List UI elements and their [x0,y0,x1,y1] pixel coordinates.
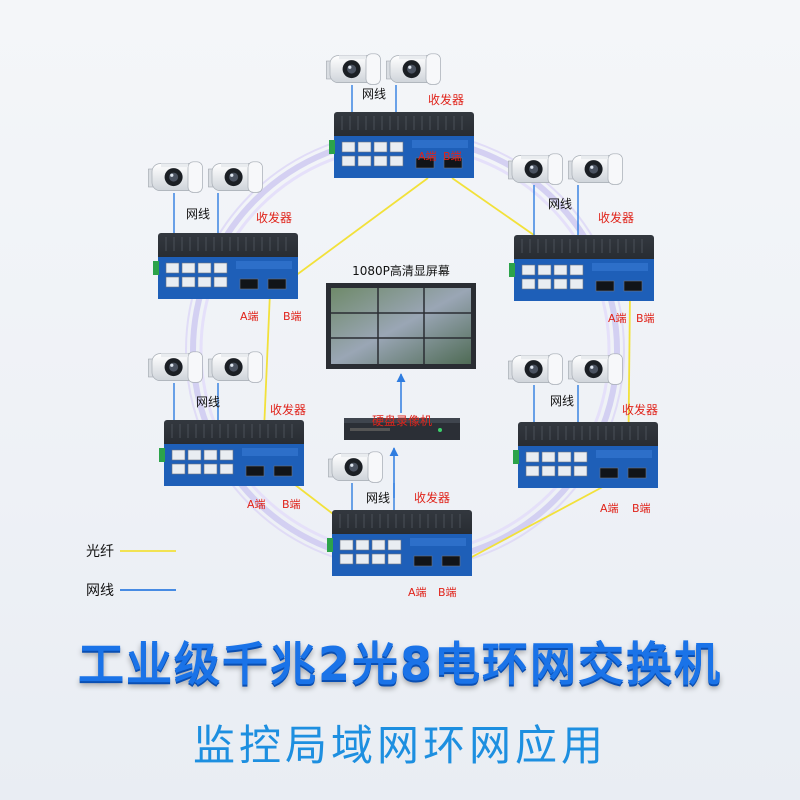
page-subtitle: 监控局域网环网应用 [192,721,607,770]
nvr-caption: 硬盘录像机 [372,413,432,428]
bottom-transceiver-label: 收发器 [414,490,450,505]
upper-left-port-a: A端 [240,310,259,323]
node-lower-left: 网线 收发器 A端 B端 [147,351,306,511]
lower-right-cable-label: 网线 [550,394,574,408]
top-port-b: B端 [443,150,462,163]
bottom-port-b: B端 [438,586,457,599]
bottom-cable-label: 网线 [366,491,390,505]
node-lower-right: 网线 收发器 A端 B端 [507,353,659,515]
page-title: 工业级千兆2光8电环网交换机 [77,637,722,691]
upper-left-transceiver-label: 收发器 [256,210,292,225]
upper-left-port-b: B端 [283,310,302,323]
node-top: 网线 收发器 A端 B端 [325,53,475,179]
nvr-device [344,418,460,440]
lower-left-cable-label: 网线 [196,395,220,409]
hd-screen [326,283,476,369]
upper-right-port-a: A端 [608,312,627,325]
upper-right-cable-label: 网线 [548,197,572,211]
upper-right-transceiver-label: 收发器 [598,210,634,225]
node-upper-right: 网线 收发器 A端 B端 [507,153,655,325]
lower-left-transceiver-label: 收发器 [270,402,306,417]
screen-caption: 1080P高清显屏幕 [352,263,450,278]
top-port-a: A端 [418,150,437,163]
lower-right-transceiver-label: 收发器 [622,402,658,417]
bottom-port-a: A端 [408,586,427,599]
node-upper-left: 网线 收发器 A端 B端 [147,161,302,323]
top-cable-label: 网线 [362,87,386,101]
legend-fiber-label: 光纤 [86,544,114,560]
top-transceiver-label: 收发器 [428,92,464,107]
upper-right-port-b: B端 [636,312,655,325]
node-bottom: 网线 收发器 A端 B端 [326,451,473,599]
lower-right-port-a: A端 [600,502,619,515]
lower-left-port-a: A端 [247,498,266,511]
legend-cable-label: 网线 [86,583,114,599]
legend: 光纤 网线 [86,544,176,599]
lower-left-port-b: B端 [282,498,301,511]
upper-left-cable-label: 网线 [186,207,210,221]
lower-right-port-b: B端 [632,502,651,515]
